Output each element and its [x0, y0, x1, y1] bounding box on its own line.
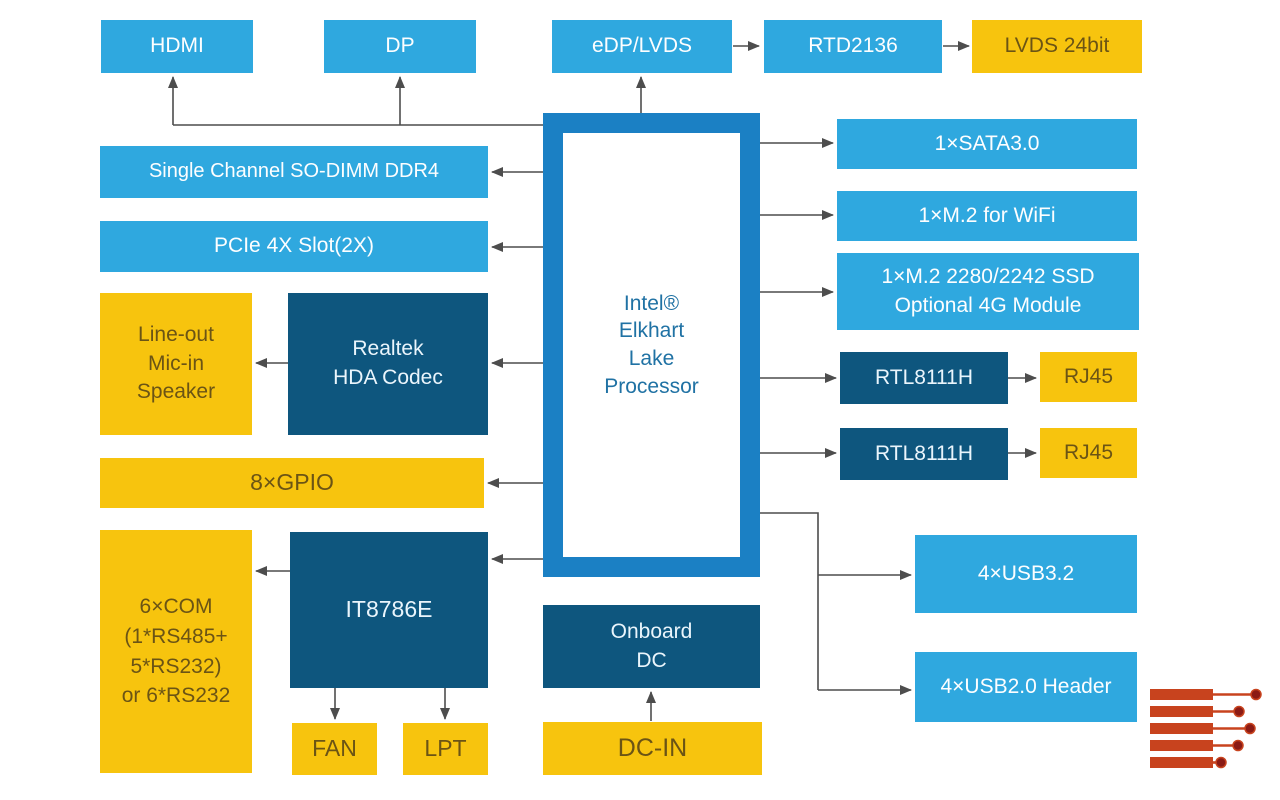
rj45-box-2: RJ45	[1040, 428, 1137, 478]
rtl8111h-box-2: RTL8111H	[840, 428, 1008, 480]
pcie-box: PCIe 4X Slot(2X)	[100, 221, 488, 272]
realtek-hda-codec-box: Realtek HDA Codec	[288, 293, 488, 435]
rtl8111h-box-1: RTL8111H	[840, 352, 1008, 404]
connector-usb-trunk	[760, 512, 819, 690]
sata-box: 1×SATA3.0	[837, 119, 1137, 169]
sodimm-box: Single Channel SO-DIMM DDR4	[100, 146, 488, 198]
circuit-traces-logo	[1150, 688, 1262, 769]
processor-box: Intel® Elkhart Lake Processor	[543, 113, 760, 577]
dp-box: DP	[324, 20, 476, 73]
m2-wifi-box: 1×M.2 for WiFi	[837, 191, 1137, 241]
rtd2136-box: RTD2136	[764, 20, 942, 73]
edp-lvds-box: eDP/LVDS	[552, 20, 732, 73]
com-box: 6×COM (1*RS485+ 5*RS232) or 6*RS232	[100, 530, 252, 773]
usb20-header-box: 4×USB2.0 Header	[915, 652, 1137, 722]
gpio-box: 8×GPIO	[100, 458, 484, 508]
it8786e-box: IT8786E	[290, 532, 488, 688]
fan-box: FAN	[292, 723, 377, 775]
hdmi-box: HDMI	[101, 20, 253, 73]
rj45-box-1: RJ45	[1040, 352, 1137, 402]
lvds-24bit-box: LVDS 24bit	[972, 20, 1142, 73]
dc-in-box: DC-IN	[543, 722, 762, 775]
lpt-box: LPT	[403, 723, 488, 775]
onboard-dc-box: Onboard DC	[543, 605, 760, 688]
line-out-box: Line-out Mic-in Speaker	[100, 293, 252, 435]
m2-ssd-box: 1×M.2 2280/2242 SSD Optional 4G Module	[837, 253, 1139, 330]
usb32-box: 4×USB3.2	[915, 535, 1137, 613]
